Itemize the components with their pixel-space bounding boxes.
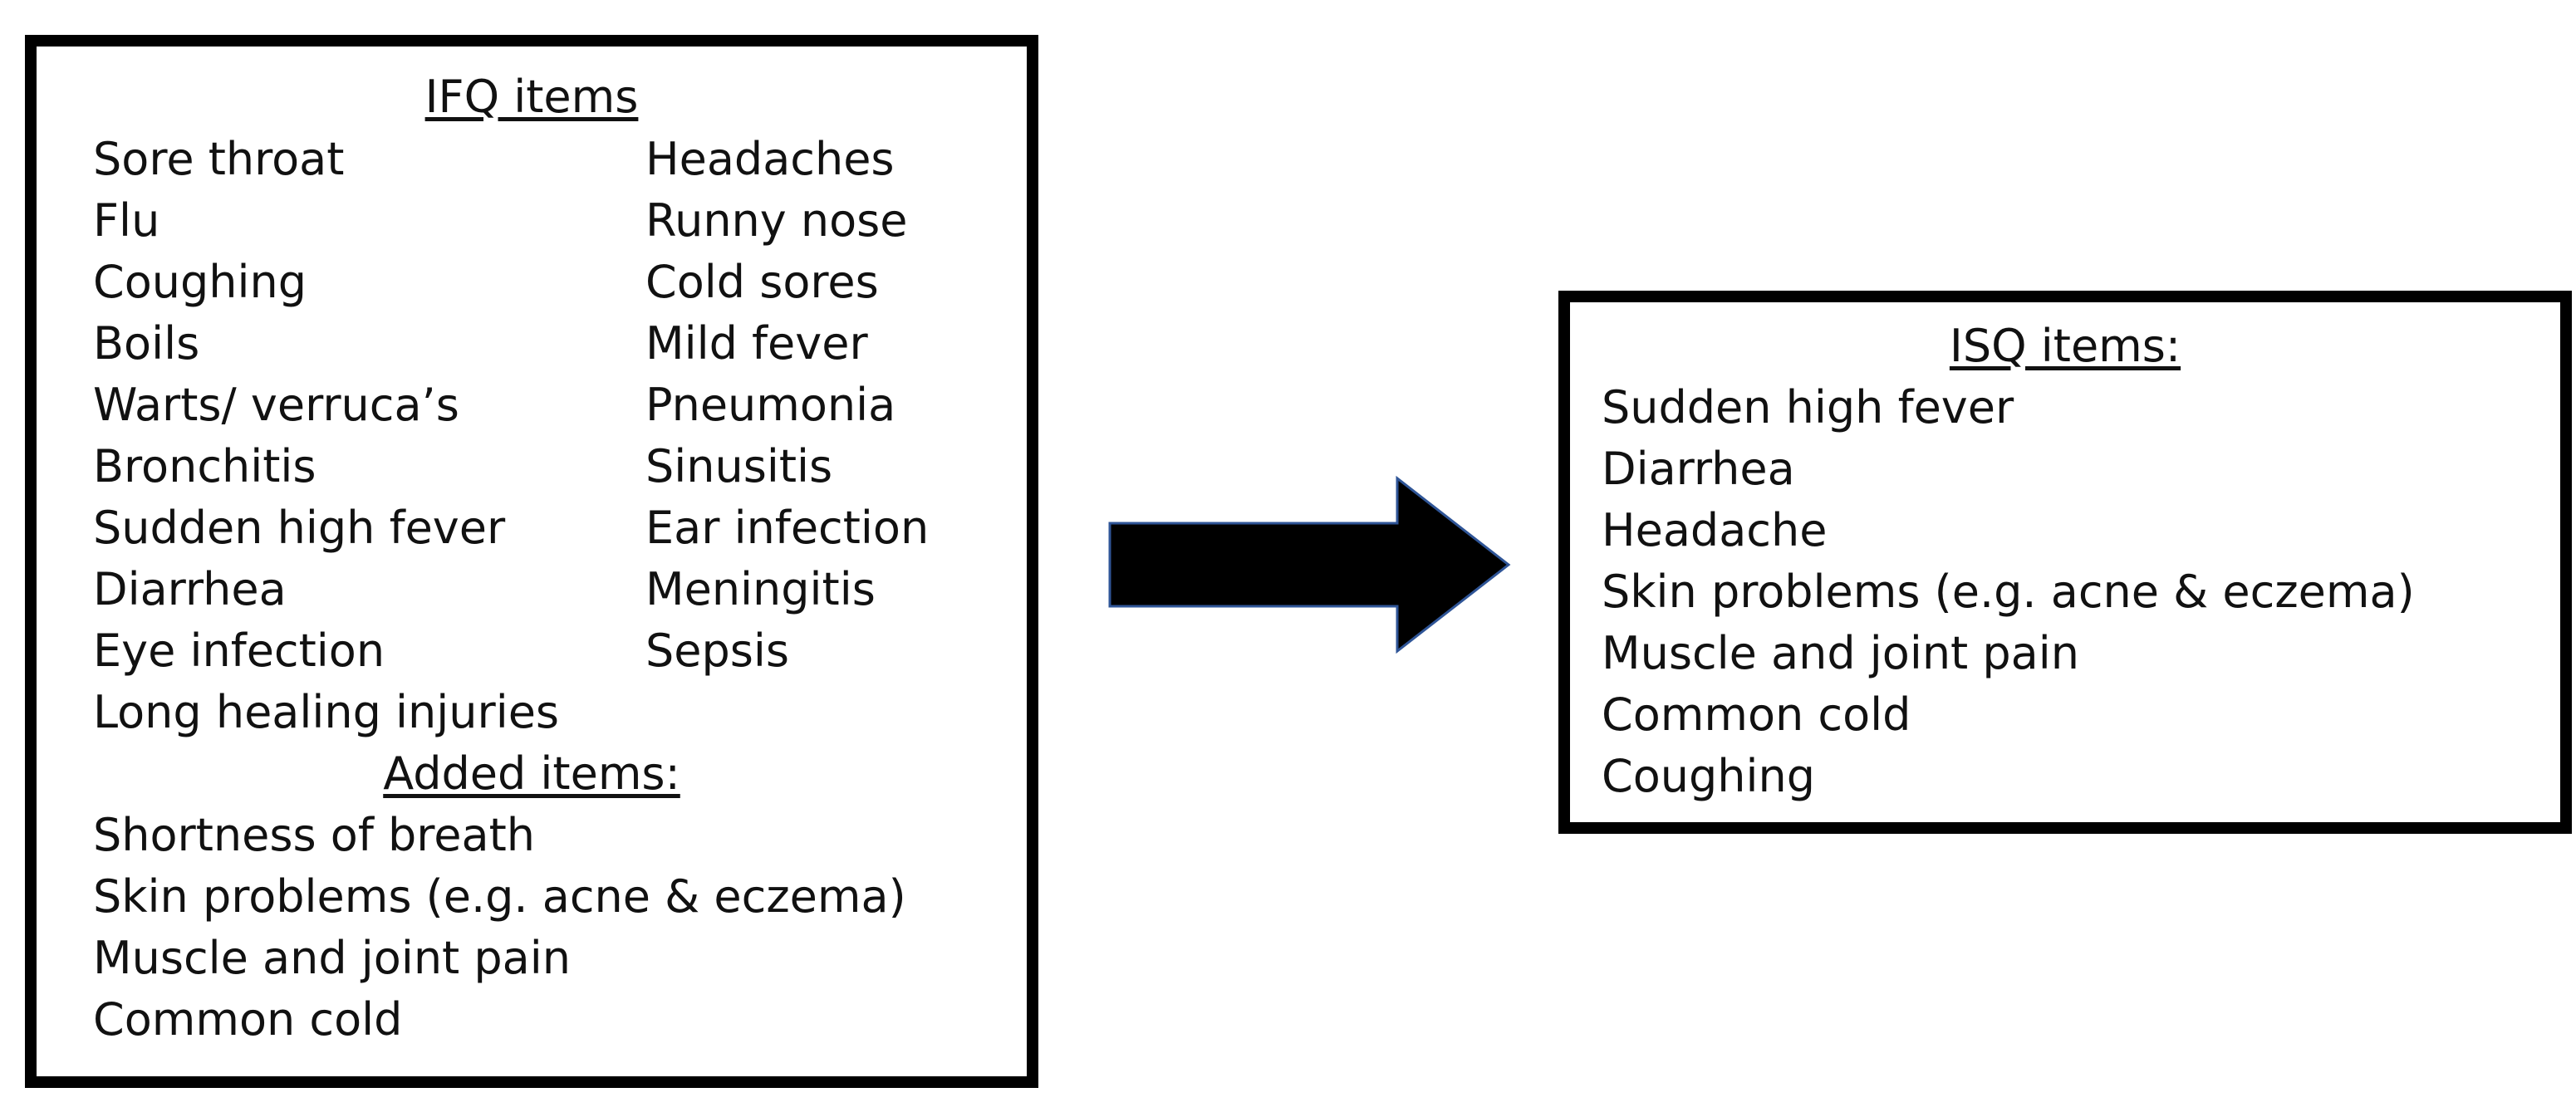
ifq-left-item: Bronchitis (93, 440, 316, 492)
isq-items-box: ISQ items: Sudden high fever Diarrhea He… (1558, 291, 2572, 834)
ifq-right-item: Runny nose (645, 194, 908, 247)
isq-item: Common cold (1602, 688, 1911, 741)
isq-item: Coughing (1602, 750, 1815, 802)
isq-item: Headache (1602, 504, 1828, 556)
ifq-left-item: Flu (93, 194, 160, 247)
right-arrow-icon (1105, 473, 1520, 656)
added-item: Shortness of breath (93, 809, 536, 861)
isq-heading: ISQ items: (1949, 320, 2181, 372)
added-item: Common cold (93, 993, 403, 1046)
ifq-left-item: Long healing injuries (93, 686, 560, 738)
isq-item: Sudden high fever (1602, 381, 2014, 434)
added-item: Skin problems (e.g. acne & eczema) (93, 870, 906, 923)
arrow-graphic (1108, 475, 1511, 654)
ifq-right-item: Mild fever (645, 317, 868, 370)
ifq-left-item: Eye infection (93, 625, 385, 677)
ifq-left-item: Sudden high fever (93, 502, 506, 554)
ifq-right-item: Sepsis (645, 625, 790, 677)
ifq-left-item: Warts/ verruca’s (93, 379, 459, 431)
ifq-left-item: Sore throat (93, 133, 345, 185)
added-items-heading: Added items: (383, 747, 680, 800)
ifq-heading: IFQ items (424, 71, 639, 123)
ifq-left-item: Boils (93, 317, 200, 370)
arrow-shape (1108, 475, 1511, 654)
ifq-right-item: Ear infection (645, 502, 930, 554)
ifq-left-item: Diarrhea (93, 563, 287, 615)
ifq-items-box: IFQ items Sore throat Flu Coughing Boils… (25, 35, 1038, 1088)
ifq-right-item: Pneumonia (645, 379, 896, 431)
isq-item: Muscle and joint pain (1602, 627, 2079, 679)
ifq-right-item: Meningitis (645, 563, 876, 615)
isq-item: Skin problems (e.g. acne & eczema) (1602, 566, 2415, 618)
ifq-right-item: Sinusitis (645, 440, 833, 492)
ifq-right-item: Cold sores (645, 256, 879, 308)
added-item: Muscle and joint pain (93, 932, 571, 984)
ifq-left-item: Coughing (93, 256, 307, 308)
ifq-right-item: Headaches (645, 133, 895, 185)
isq-item: Diarrhea (1602, 443, 1795, 495)
